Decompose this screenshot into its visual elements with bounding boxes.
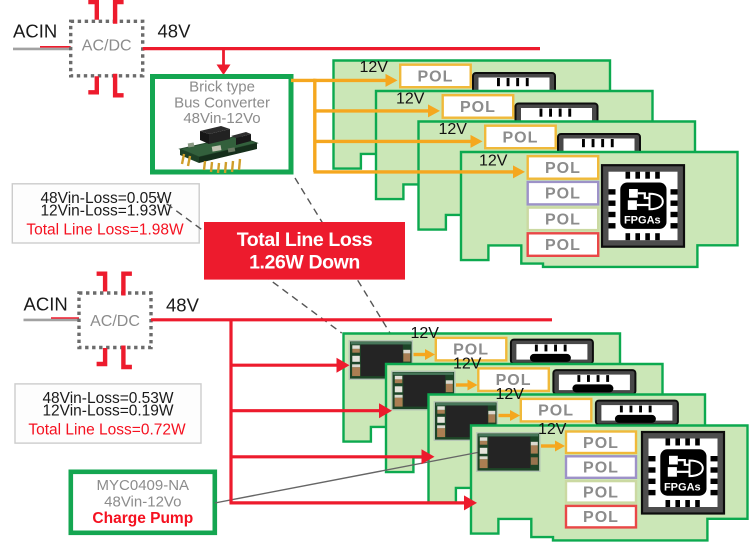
- svg-text:12V: 12V: [360, 59, 389, 76]
- svg-text:POL: POL: [503, 129, 539, 146]
- svg-text:48Vin-Loss=0.05W: 48Vin-Loss=0.05W: [40, 190, 171, 207]
- svg-text:POL: POL: [583, 435, 619, 452]
- svg-text:Total Line Loss: Total Line Loss: [237, 229, 373, 251]
- svg-text:POL: POL: [460, 99, 496, 116]
- svg-text:POL: POL: [583, 484, 619, 501]
- svg-text:POL: POL: [583, 509, 619, 526]
- svg-text:12V: 12V: [439, 121, 468, 138]
- svg-text:AC/DC: AC/DC: [90, 313, 140, 330]
- svg-text:POL: POL: [418, 68, 454, 85]
- svg-text:48Vin-Loss=0.53W: 48Vin-Loss=0.53W: [42, 390, 173, 407]
- svg-text:POL: POL: [545, 160, 581, 177]
- svg-text:POL: POL: [545, 237, 581, 254]
- svg-text:48Vin-12Vo: 48Vin-12Vo: [183, 110, 260, 127]
- svg-text:1.26W Down: 1.26W Down: [249, 252, 360, 274]
- svg-text:48V: 48V: [166, 295, 200, 316]
- svg-text:48Vin-12Vo: 48Vin-12Vo: [104, 494, 181, 511]
- svg-text:Total Line Loss=0.72W: Total Line Loss=0.72W: [28, 422, 186, 439]
- svg-text:Bus Converter: Bus Converter: [174, 95, 270, 112]
- svg-text:12Vin-Loss=1.93W: 12Vin-Loss=1.93W: [40, 203, 171, 220]
- svg-text:POL: POL: [545, 186, 581, 203]
- svg-text:POL: POL: [496, 372, 532, 389]
- svg-text:AC/DC: AC/DC: [82, 38, 132, 55]
- svg-text:12V: 12V: [411, 325, 440, 342]
- svg-text:12V: 12V: [496, 386, 525, 403]
- svg-text:ACIN: ACIN: [13, 21, 57, 42]
- svg-text:ACIN: ACIN: [24, 294, 68, 315]
- svg-text:FPGAs: FPGAs: [624, 215, 661, 227]
- svg-text:12V: 12V: [479, 153, 508, 170]
- svg-text:12V: 12V: [396, 91, 425, 108]
- svg-text:POL: POL: [453, 342, 489, 359]
- svg-text:48V: 48V: [158, 21, 192, 42]
- svg-text:FPGAs: FPGAs: [664, 481, 701, 493]
- svg-text:12V: 12V: [453, 356, 482, 373]
- svg-text:POL: POL: [545, 211, 581, 228]
- svg-text:12Vin-Loss=0.19W: 12Vin-Loss=0.19W: [42, 403, 173, 420]
- svg-text:MYC0409-NA: MYC0409-NA: [97, 477, 190, 494]
- svg-text:POL: POL: [583, 460, 619, 477]
- svg-text:POL: POL: [538, 403, 574, 420]
- svg-text:Total Line Loss=1.98W: Total Line Loss=1.98W: [26, 222, 184, 239]
- svg-text:Charge Pump: Charge Pump: [92, 510, 193, 527]
- svg-text:12V: 12V: [538, 421, 567, 438]
- svg-text:Brick type: Brick type: [189, 79, 255, 96]
